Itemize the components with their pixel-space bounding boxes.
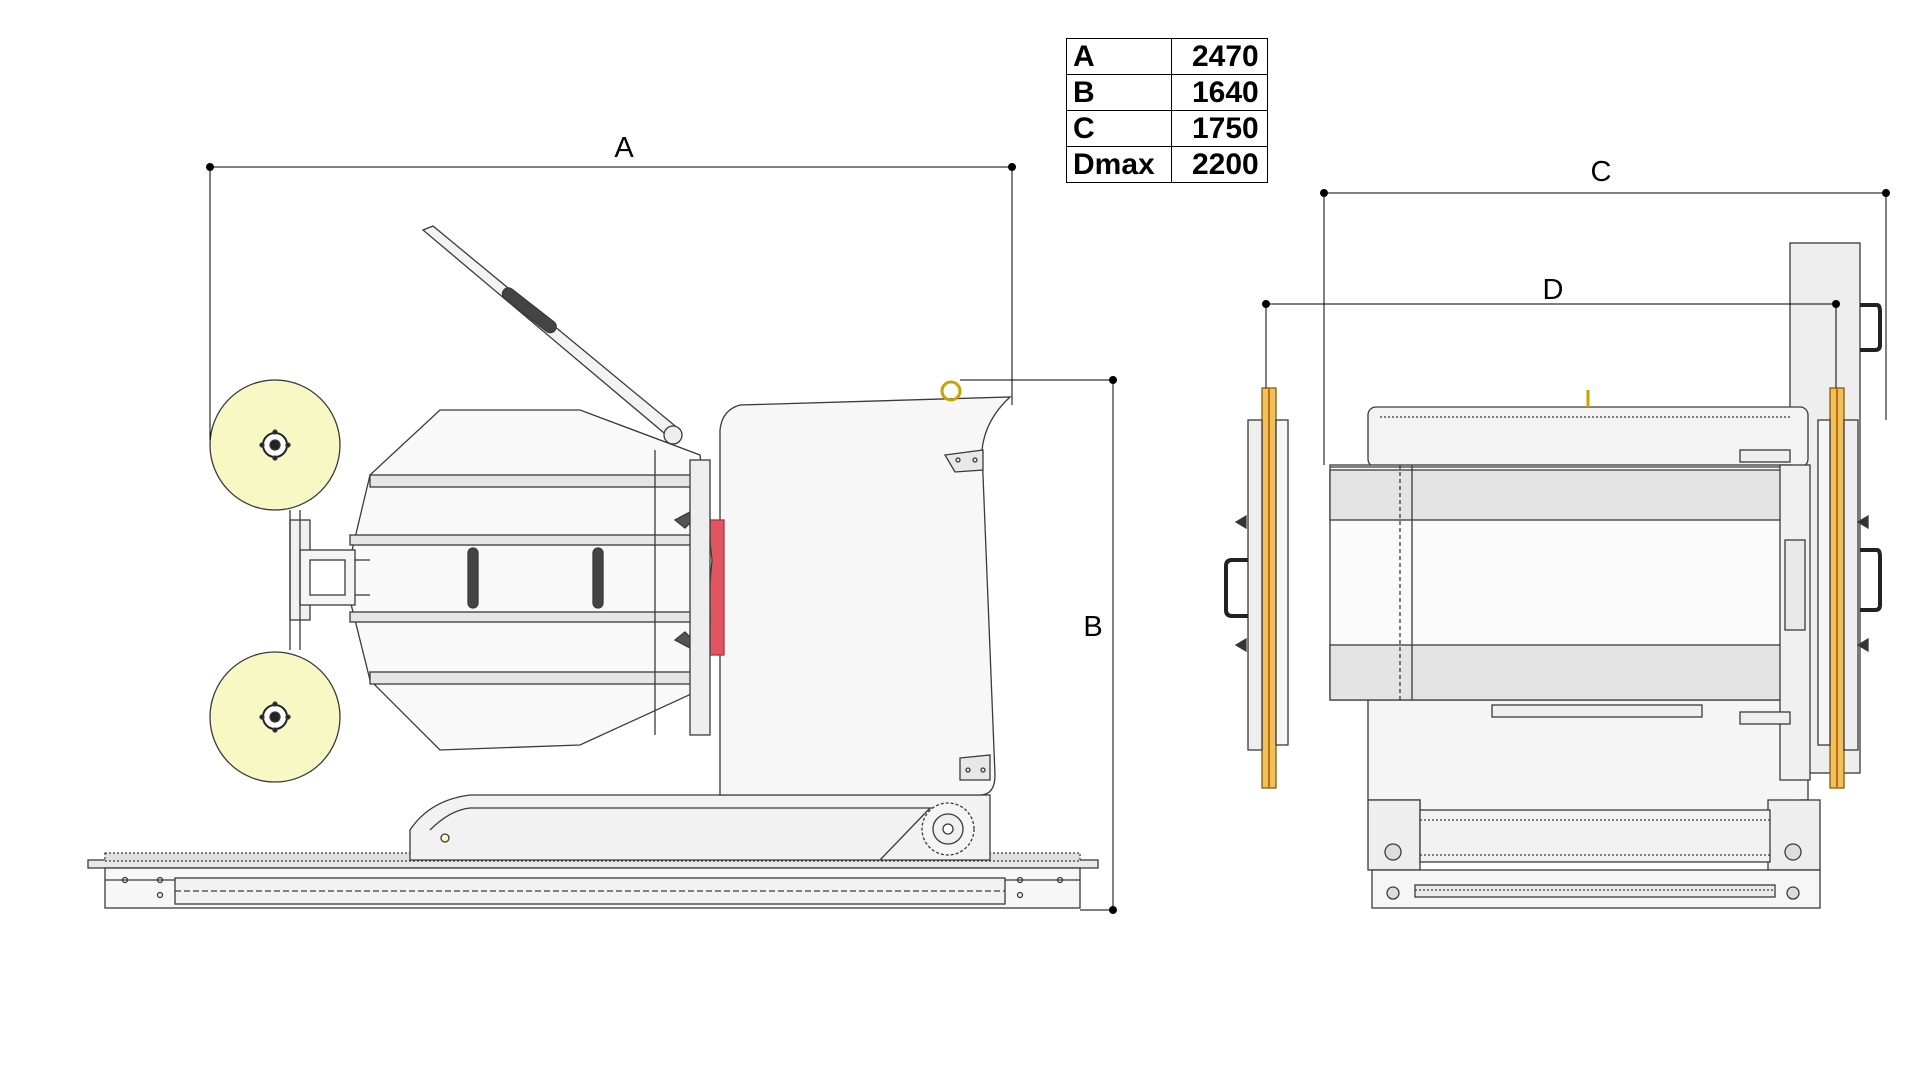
dimension-value: 2200 [1171, 146, 1268, 183]
dimension-b [960, 376, 1117, 914]
dimension-d [1262, 300, 1840, 388]
front-view [1224, 242, 1882, 909]
dimensions-table: A 2470 B 1640 C 1750 Dmax 2200 [1066, 38, 1268, 183]
base-rail [87, 852, 1099, 909]
dimension-b-label: B [1083, 611, 1102, 643]
dimension-a-label: A [614, 132, 634, 164]
dimension-value: 1640 [1171, 74, 1268, 111]
left-flange [1224, 387, 1289, 789]
dimension-c-label: C [1591, 156, 1612, 188]
drum [344, 409, 713, 751]
right-flange [1739, 387, 1869, 789]
handle-lever [421, 225, 683, 445]
dimension-c [1320, 189, 1890, 465]
front-drum [1329, 464, 1811, 781]
lower-reel [209, 651, 341, 783]
dimension-key: B [1066, 74, 1172, 111]
dimension-a [206, 163, 1016, 440]
dimension-key: A [1066, 38, 1172, 75]
dimension-key: C [1066, 110, 1172, 147]
dimension-row-b: B 1640 [1066, 74, 1268, 111]
dimension-row-c: C 1750 [1066, 110, 1268, 147]
upper-reel [209, 379, 341, 511]
side-view [87, 225, 1099, 909]
dimension-row-dmax: Dmax 2200 [1066, 146, 1268, 183]
reel-arm [289, 510, 370, 650]
carriage [409, 794, 991, 861]
dimension-value: 2470 [1171, 38, 1268, 75]
dimension-row-a: A 2470 [1066, 38, 1268, 75]
dimension-d-label: D [1543, 274, 1564, 306]
housing [719, 380, 1012, 796]
dimension-key: Dmax [1066, 146, 1172, 183]
